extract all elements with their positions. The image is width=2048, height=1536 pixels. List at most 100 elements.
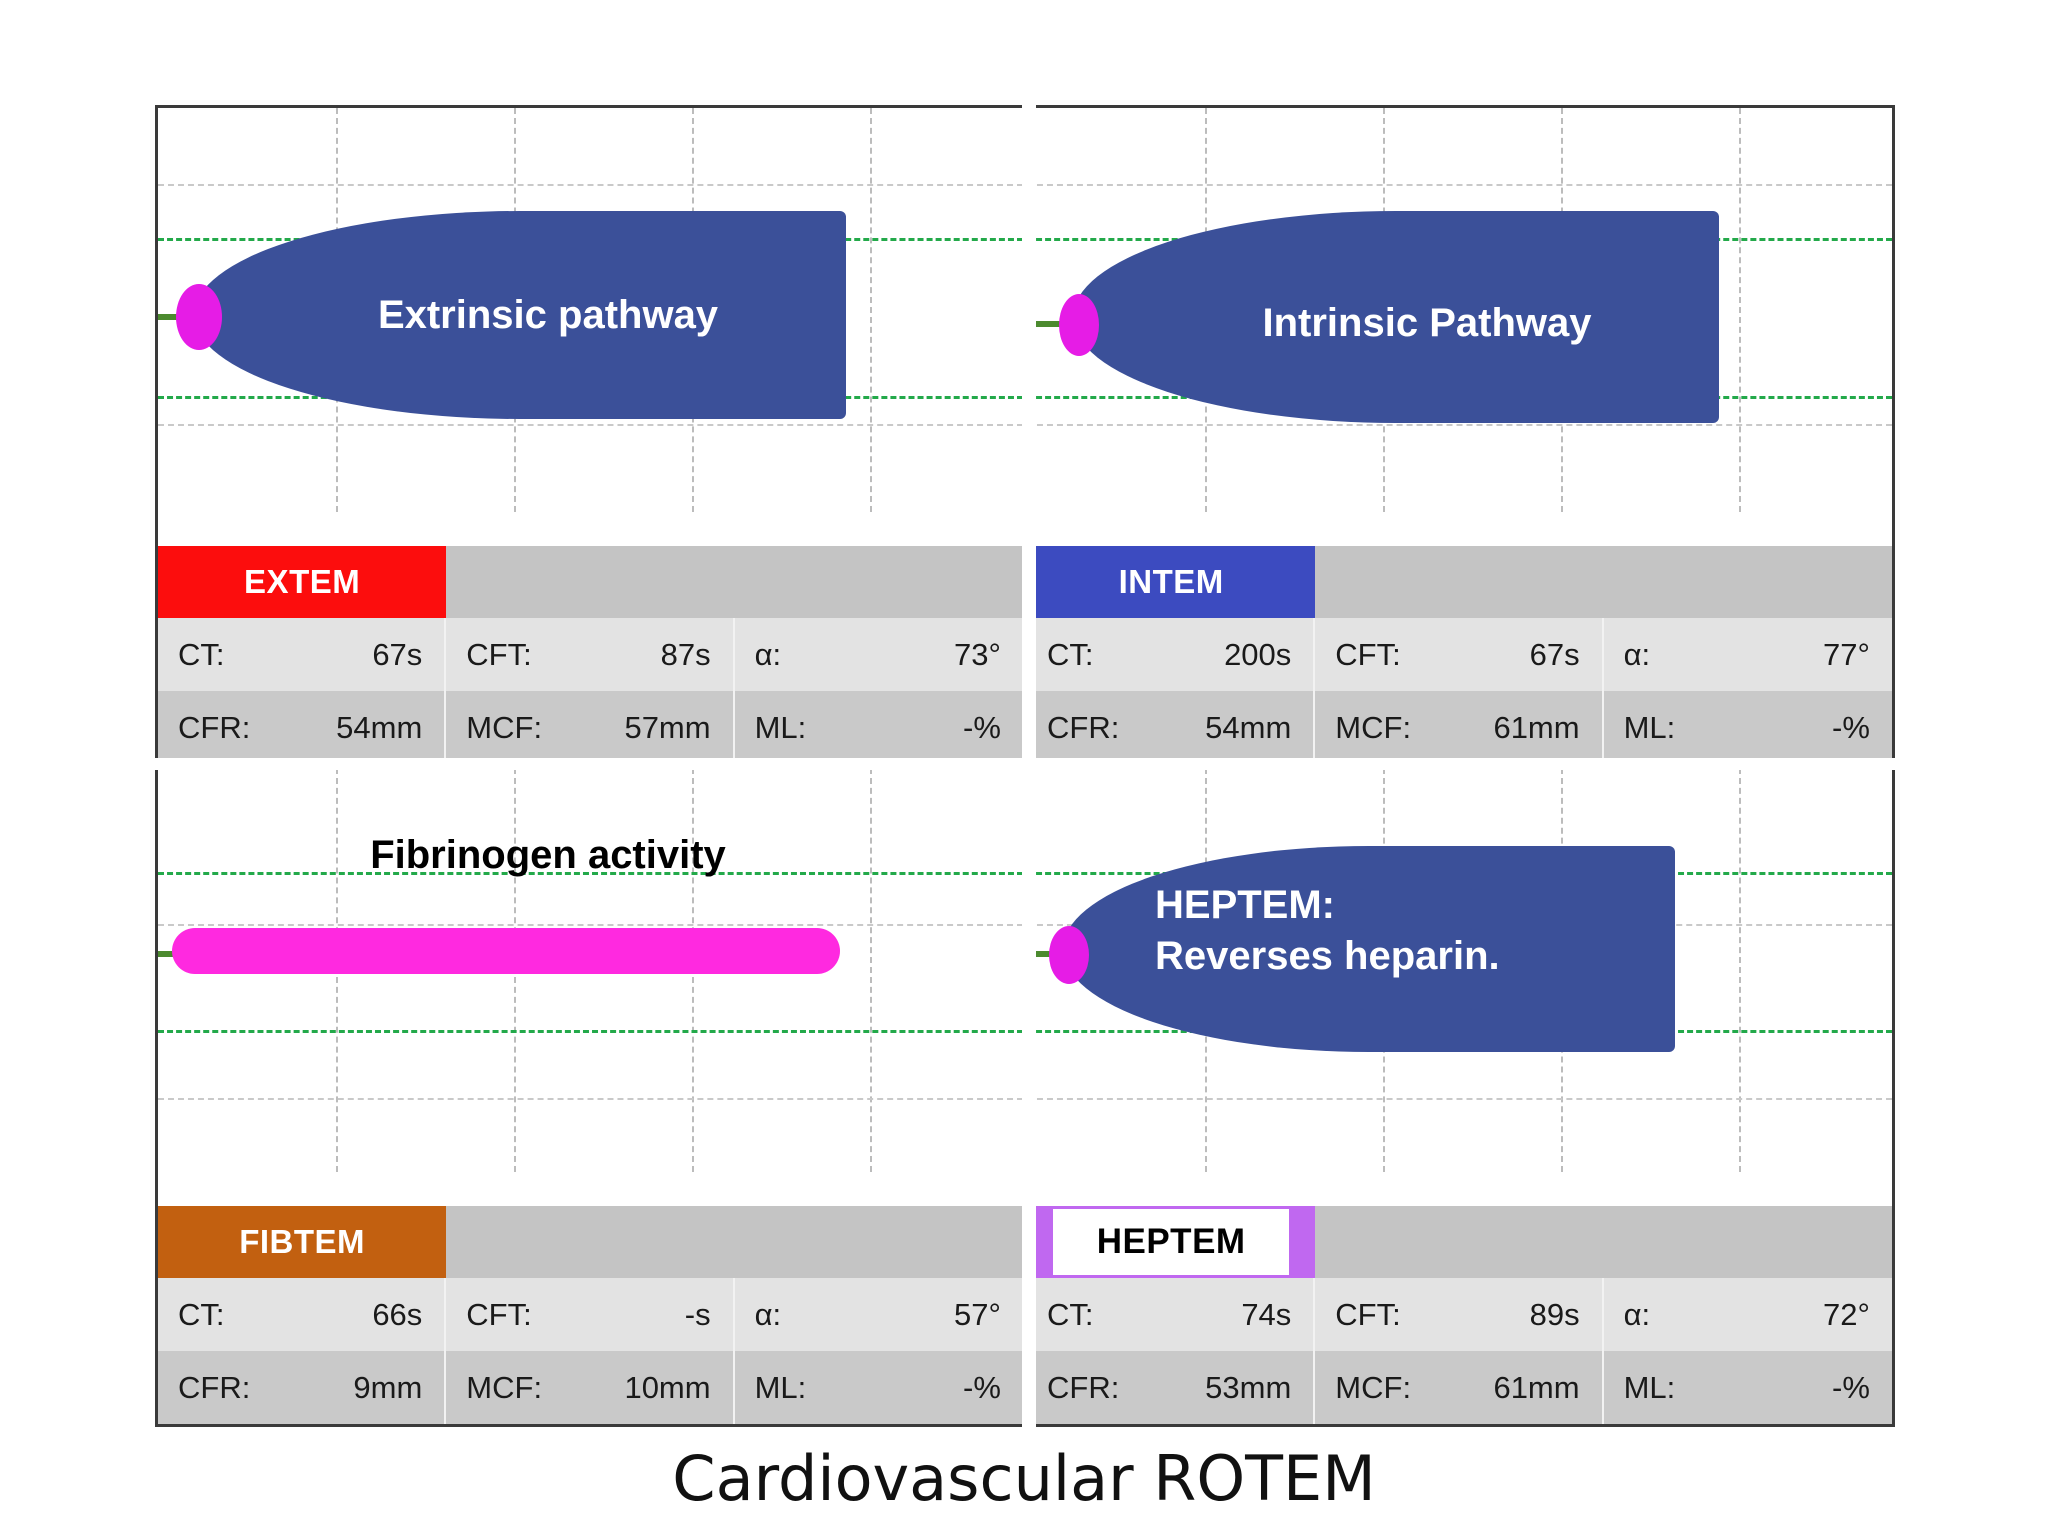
heptem-assay-tag-label: HEPTEM <box>1052 1209 1290 1275</box>
intem-trace-label: Intrinsic Pathway <box>1262 301 1592 345</box>
rotem-panel-heptem[interactable]: HEPTEM: Reverses heparin. HEPTEM CT: 74s… <box>1025 766 1895 1427</box>
fibtem-cft-value: -s <box>684 1296 711 1332</box>
fibtem-alpha-value: 57° <box>954 1296 1001 1332</box>
gridline-vertical <box>1739 108 1741 512</box>
heptem-cft-value: 89s <box>1529 1296 1580 1332</box>
gridline-horizontal <box>1027 424 1892 426</box>
table-row: CFR: 54mm MCF: 57mm ML: -% <box>158 691 1023 764</box>
fibtem-mcf-key: MCF: <box>466 1369 543 1405</box>
heptem-clot-trace <box>1063 846 1675 1052</box>
heptem-initiation-bulb <box>1049 926 1089 984</box>
extem-cfr-value: 54mm <box>336 709 423 745</box>
fibtem-ml-key: ML: <box>754 1369 807 1405</box>
extem-alpha-cell: α: 73° <box>735 618 1023 691</box>
fibtem-cfr-cell: CFR: 9mm <box>158 1351 447 1424</box>
extem-table-header: EXTEM <box>158 546 1023 618</box>
heptem-baseline-stem <box>1027 951 1067 957</box>
heptem-cfr-cell: CFR: 53mm <box>1027 1351 1316 1424</box>
extem-mcf-value: 57mm <box>624 709 711 745</box>
fibtem-cft-key: CFT: <box>466 1296 532 1332</box>
heptem-ct-value: 74s <box>1241 1296 1292 1332</box>
extem-cft-value: 87s <box>660 636 711 672</box>
extem-cfr-key: CFR: <box>178 709 251 745</box>
reference-line-upper <box>158 872 1023 875</box>
intem-alpha-key: α: <box>1623 636 1651 672</box>
intem-ct-value: 200s <box>1224 636 1292 672</box>
intem-cft-value: 67s <box>1529 636 1580 672</box>
fibtem-ml-cell: ML: -% <box>735 1351 1023 1424</box>
heptem-table-header: HEPTEM <box>1027 1206 1892 1278</box>
fibtem-data-table: FIBTEM CT: 66s CFT: -s α: 57° <box>158 1206 1023 1424</box>
intem-cft-cell: CFT: 67s <box>1315 618 1604 691</box>
rotem-panel-fibtem[interactable]: Fibrinogen activity FIBTEM CT: 66s CFT: … <box>155 766 1025 1427</box>
fibtem-ct-cell: CT: 66s <box>158 1278 447 1351</box>
intem-mcf-key: MCF: <box>1335 709 1412 745</box>
gridline-horizontal <box>158 184 1023 186</box>
heptem-mcf-cell: MCF: 61mm <box>1315 1351 1604 1424</box>
extem-initiation-bulb <box>176 284 222 350</box>
fibtem-alpha-cell: α: 57° <box>735 1278 1023 1351</box>
intem-alpha-cell: α: 77° <box>1604 618 1892 691</box>
extem-clot-trace <box>194 211 846 419</box>
extem-ml-value: -% <box>963 709 1001 745</box>
extem-cfr-cell: CFR: 54mm <box>158 691 447 764</box>
rotem-panel-grid: Extrinsic pathway EXTEM CT: 67s CFT: 87s <box>155 105 1895 1427</box>
heptem-mcf-value: 61mm <box>1493 1369 1580 1405</box>
reference-line-lower <box>158 1030 1023 1033</box>
intem-table-header: INTEM <box>1027 546 1892 618</box>
intem-mcf-value: 61mm <box>1493 709 1580 745</box>
heptem-data-table: HEPTEM CT: 74s CFT: 89s α: 72° <box>1027 1206 1892 1424</box>
table-row: CFR: 9mm MCF: 10mm ML: -% <box>158 1351 1023 1424</box>
intem-chart-area: Intrinsic Pathway <box>1027 108 1892 512</box>
extem-cft-key: CFT: <box>466 636 532 672</box>
fibtem-chart-area: Fibrinogen activity <box>158 768 1023 1172</box>
extem-ct-key: CT: <box>178 636 225 672</box>
extem-data-table: EXTEM CT: 67s CFT: 87s α: 73° <box>158 546 1023 764</box>
intem-ct-cell: CT: 200s <box>1027 618 1316 691</box>
fibtem-ct-value: 66s <box>372 1296 423 1332</box>
extem-mcf-cell: MCF: 57mm <box>446 691 735 764</box>
extem-alpha-key: α: <box>754 636 782 672</box>
heptem-ml-value: -% <box>1832 1369 1870 1405</box>
fibtem-assay-tag[interactable]: FIBTEM <box>158 1206 447 1278</box>
gridline-horizontal <box>1027 1098 1892 1100</box>
table-row: CT: 200s CFT: 67s α: 77° <box>1027 618 1892 691</box>
gridline-vertical <box>870 768 872 1172</box>
fibtem-ct-key: CT: <box>178 1296 225 1332</box>
table-row: CT: 66s CFT: -s α: 57° <box>158 1278 1023 1351</box>
extem-ct-cell: CT: 67s <box>158 618 447 691</box>
gridline-vertical <box>1739 768 1741 1172</box>
heptem-cft-cell: CFT: 89s <box>1315 1278 1604 1351</box>
rotem-panel-intem[interactable]: Intrinsic Pathway INTEM CT: 200s CFT: 67… <box>1025 105 1895 766</box>
intem-ml-key: ML: <box>1623 709 1676 745</box>
fibtem-cfr-value: 9mm <box>353 1369 423 1405</box>
intem-baseline-stem <box>1027 321 1075 327</box>
table-row: CT: 74s CFT: 89s α: 72° <box>1027 1278 1892 1351</box>
fibtem-mcf-value: 10mm <box>624 1369 711 1405</box>
fibtem-alpha-key: α: <box>754 1296 782 1332</box>
extem-assay-tag[interactable]: EXTEM <box>158 546 447 618</box>
fibtem-trace-label: Fibrinogen activity <box>370 833 726 877</box>
heptem-ct-cell: CT: 74s <box>1027 1278 1316 1351</box>
heptem-cfr-key: CFR: <box>1047 1369 1120 1405</box>
extem-ml-cell: ML: -% <box>735 691 1023 764</box>
heptem-chart-area: HEPTEM: Reverses heparin. <box>1027 768 1892 1172</box>
heptem-ct-key: CT: <box>1047 1296 1094 1332</box>
intem-cfr-cell: CFR: 54mm <box>1027 691 1316 764</box>
extem-trace-label: Extrinsic pathway <box>377 293 719 337</box>
rotem-panel-extem[interactable]: Extrinsic pathway EXTEM CT: 67s CFT: 87s <box>155 105 1025 766</box>
figure-caption: Cardiovascular ROTEM <box>672 1442 1376 1515</box>
heptem-alpha-key: α: <box>1623 1296 1651 1332</box>
intem-cfr-key: CFR: <box>1047 709 1120 745</box>
intem-data-table: INTEM CT: 200s CFT: 67s α: 77° <box>1027 546 1892 764</box>
heptem-assay-tag[interactable]: HEPTEM <box>1027 1206 1316 1278</box>
heptem-alpha-value: 72° <box>1823 1296 1870 1332</box>
table-row: CT: 67s CFT: 87s α: 73° <box>158 618 1023 691</box>
extem-mcf-key: MCF: <box>466 709 543 745</box>
heptem-cft-key: CFT: <box>1335 1296 1401 1332</box>
gridline-horizontal <box>1027 184 1892 186</box>
intem-clot-trace <box>1073 211 1719 423</box>
intem-assay-tag[interactable]: INTEM <box>1027 546 1316 618</box>
intem-ml-cell: ML: -% <box>1604 691 1892 764</box>
